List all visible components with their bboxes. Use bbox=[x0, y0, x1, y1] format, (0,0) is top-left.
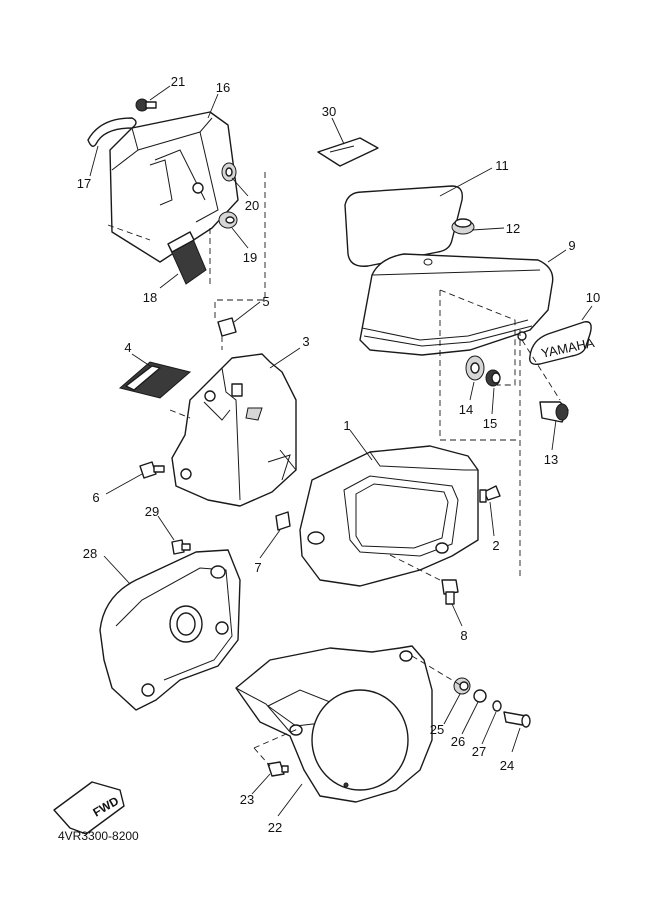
callout-26: 26 bbox=[451, 734, 465, 749]
callout-1: 1 bbox=[343, 418, 350, 433]
part-14-damper[interactable] bbox=[465, 355, 485, 381]
callout-27: 27 bbox=[472, 744, 486, 759]
callout-20: 20 bbox=[245, 198, 259, 213]
part-26-collar[interactable] bbox=[473, 689, 487, 703]
callout-18: 18 bbox=[143, 290, 157, 305]
callout-22: 22 bbox=[268, 820, 282, 835]
part-15-collar[interactable] bbox=[485, 369, 501, 387]
callout-25: 25 bbox=[430, 722, 444, 737]
part-8-bolt[interactable] bbox=[441, 579, 459, 605]
callout-12: 12 bbox=[506, 221, 520, 236]
part-27-washer[interactable] bbox=[492, 700, 502, 712]
callout-17: 17 bbox=[77, 176, 91, 191]
part-24-bolt[interactable] bbox=[503, 711, 531, 728]
part-30-pad[interactable] bbox=[317, 137, 379, 167]
part-12-grommet[interactable] bbox=[451, 218, 475, 235]
part-23-screw[interactable] bbox=[267, 761, 289, 777]
part-22-crankcase-cover[interactable] bbox=[235, 645, 433, 803]
callout-24: 24 bbox=[500, 758, 514, 773]
callout-30: 30 bbox=[322, 104, 336, 119]
part-6-bolt[interactable] bbox=[139, 461, 165, 479]
part-4-pad[interactable] bbox=[118, 361, 192, 399]
callout-11: 11 bbox=[495, 158, 509, 173]
part-5-clip-nut[interactable] bbox=[217, 317, 237, 337]
callout-3: 3 bbox=[302, 334, 309, 349]
callout-10: 10 bbox=[586, 290, 600, 305]
callout-4: 4 bbox=[124, 340, 131, 355]
part-21-screw[interactable] bbox=[135, 98, 157, 112]
callout-7: 7 bbox=[254, 560, 261, 575]
fwd-arrow-icon: FWD bbox=[53, 781, 125, 835]
part-25-bush[interactable] bbox=[453, 677, 471, 695]
callout-15: 15 bbox=[483, 416, 497, 431]
callout-6: 6 bbox=[92, 490, 99, 505]
callout-28: 28 bbox=[83, 546, 97, 561]
part-7-clip-nut[interactable] bbox=[275, 511, 291, 531]
part-20-grommet[interactable] bbox=[221, 162, 237, 182]
part-11-panel-plate[interactable] bbox=[344, 185, 463, 267]
leader-lines bbox=[89, 85, 593, 817]
callout-16: 16 bbox=[216, 80, 230, 95]
callout-19: 19 bbox=[243, 250, 257, 265]
part-19-grommet[interactable] bbox=[218, 211, 238, 229]
part-18-foam-block[interactable] bbox=[167, 231, 207, 285]
part-17-seal-ring[interactable] bbox=[87, 117, 137, 147]
callout-23: 23 bbox=[240, 792, 254, 807]
part-2-bolt[interactable] bbox=[479, 485, 501, 503]
callout-9: 9 bbox=[568, 238, 575, 253]
part-3-bracket[interactable] bbox=[171, 353, 297, 507]
callout-14: 14 bbox=[459, 402, 473, 417]
callout-2: 2 bbox=[492, 538, 499, 553]
part-29-bolt[interactable] bbox=[171, 539, 191, 555]
callout-5: 5 bbox=[262, 294, 269, 309]
part-13-bolt[interactable] bbox=[539, 401, 569, 423]
callout-13: 13 bbox=[544, 452, 558, 467]
callout-labels: 1 2 3 4 5 6 7 8 9 10 11 12 13 14 15 16 1… bbox=[77, 74, 600, 835]
part-9-side-cover[interactable] bbox=[359, 253, 554, 356]
diagram-code: 4VR3300-8200 bbox=[58, 829, 139, 843]
callout-8: 8 bbox=[460, 628, 467, 643]
callout-29: 29 bbox=[145, 504, 159, 519]
part-1-cover[interactable] bbox=[299, 445, 479, 587]
part-28-sprocket-cover[interactable] bbox=[99, 549, 241, 711]
part-10-emblem[interactable]: YAMAHA bbox=[529, 321, 596, 366]
part-16-upper-cover[interactable] bbox=[109, 111, 239, 263]
callout-21: 21 bbox=[171, 74, 185, 89]
